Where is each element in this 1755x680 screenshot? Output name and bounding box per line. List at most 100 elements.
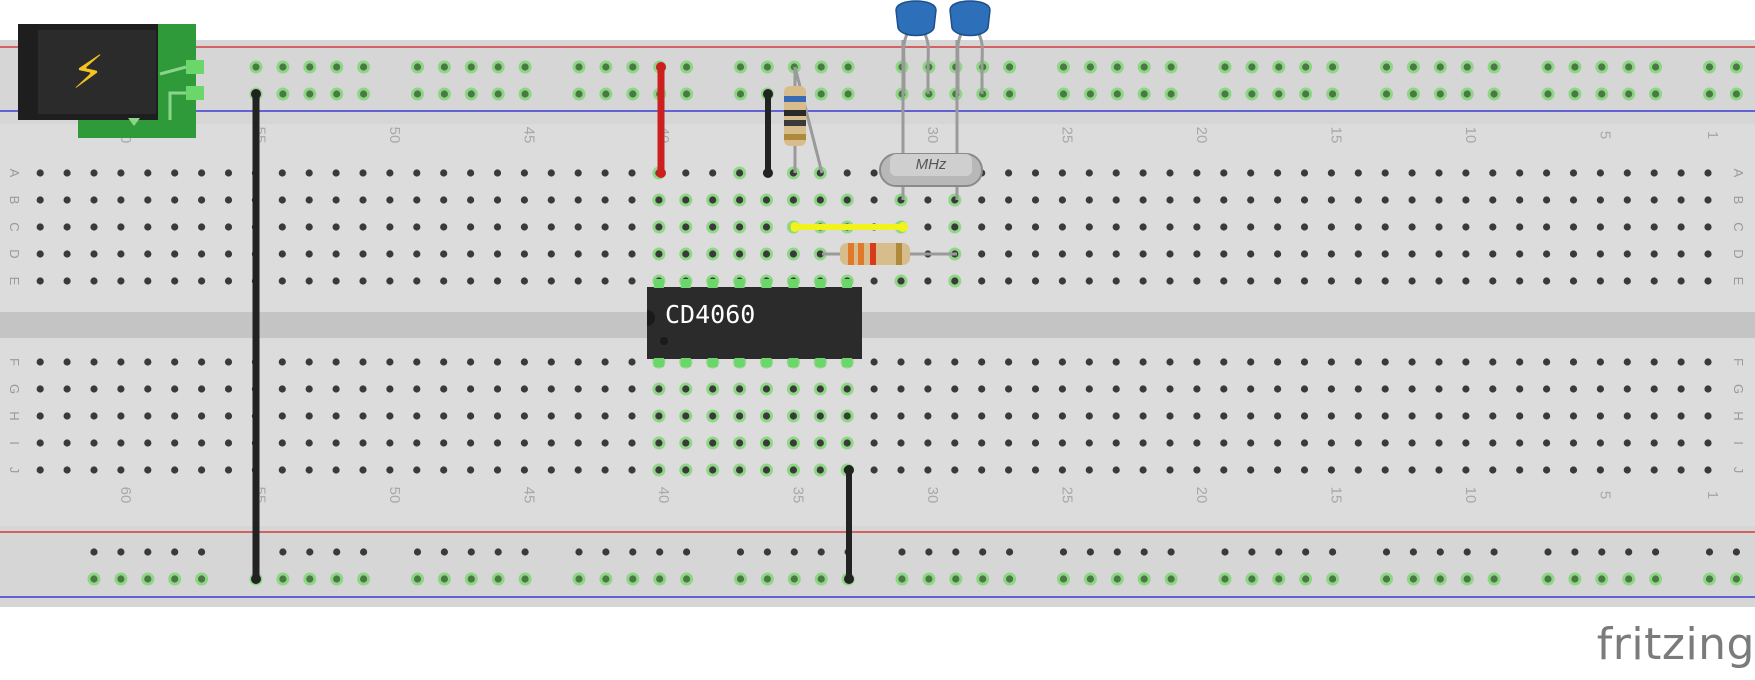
column-number: 50 — [386, 487, 403, 504]
hole — [332, 250, 340, 258]
hole — [897, 466, 905, 474]
rail-hole — [1248, 90, 1256, 98]
rail-hole — [790, 575, 798, 583]
hole — [1354, 169, 1362, 177]
hole — [628, 223, 636, 231]
rail-hole — [360, 90, 368, 98]
hole — [1085, 466, 1093, 474]
hole — [1381, 277, 1389, 285]
rail-hole — [1006, 575, 1014, 583]
hole — [1408, 385, 1416, 393]
hole — [601, 277, 609, 285]
rail-hole — [90, 575, 98, 583]
rail-hole — [736, 548, 745, 556]
hole — [574, 412, 582, 420]
hole — [1300, 277, 1309, 285]
hole — [682, 466, 690, 474]
hole — [493, 412, 502, 420]
rail-hole — [1140, 548, 1148, 556]
hole — [870, 358, 878, 366]
hole — [224, 412, 233, 420]
hole — [1677, 169, 1685, 177]
hole — [1058, 412, 1066, 420]
hole — [171, 250, 179, 258]
hole — [359, 169, 367, 177]
hole — [36, 223, 44, 231]
row-label: A — [1731, 169, 1746, 178]
hole — [520, 385, 529, 393]
hole — [198, 385, 206, 393]
hole — [574, 358, 582, 366]
rail-hole — [494, 63, 502, 71]
hole — [1112, 196, 1120, 204]
rail-hole — [575, 575, 583, 583]
hole — [1489, 439, 1497, 447]
hole — [1005, 169, 1013, 177]
chip-pin — [707, 358, 718, 367]
hole — [63, 250, 71, 258]
hole — [1274, 277, 1282, 285]
hole — [1112, 223, 1120, 231]
hole — [978, 250, 986, 258]
hole — [547, 466, 555, 474]
resistor-vertical-lead — [793, 66, 824, 174]
hole — [1031, 412, 1040, 420]
rail-hole — [1329, 548, 1337, 556]
hole — [36, 439, 44, 447]
hole — [1623, 358, 1631, 366]
hole — [547, 196, 555, 204]
hole — [601, 466, 609, 474]
hole — [628, 358, 636, 366]
rail-hole — [925, 548, 933, 556]
rail-hole — [656, 575, 664, 583]
hole — [789, 412, 798, 420]
hole — [440, 385, 448, 393]
rail-hole — [602, 63, 610, 71]
power-jack-pin — [186, 60, 204, 74]
hole — [1516, 466, 1524, 474]
hole — [1462, 412, 1470, 420]
hole — [1247, 385, 1255, 393]
hole — [144, 412, 152, 420]
hole — [1596, 412, 1604, 420]
hole — [1623, 277, 1631, 285]
hole — [386, 196, 394, 204]
rail-hole — [763, 548, 772, 556]
hole — [547, 169, 555, 177]
hole — [1058, 439, 1066, 447]
hole — [1462, 277, 1470, 285]
hole — [1005, 412, 1013, 420]
hole — [924, 466, 932, 474]
hole — [1381, 250, 1389, 258]
hole — [63, 358, 71, 366]
hole — [1058, 223, 1066, 231]
hole — [1596, 250, 1604, 258]
rail-hole — [1006, 63, 1014, 71]
hole — [1516, 250, 1524, 258]
hole — [736, 196, 744, 204]
hole — [117, 223, 125, 231]
hole — [224, 358, 233, 366]
hole — [1516, 358, 1524, 366]
rail-hole — [683, 90, 691, 98]
rail-hole — [1221, 548, 1229, 556]
hole — [1677, 412, 1685, 420]
rail-hole — [736, 575, 745, 583]
wire-red-end — [656, 62, 666, 72]
hole — [198, 277, 206, 285]
rail-hole — [467, 90, 475, 98]
hole — [924, 277, 932, 285]
hole — [1596, 277, 1604, 285]
hole — [36, 250, 44, 258]
hole — [278, 277, 286, 285]
hole — [467, 358, 475, 366]
hole — [655, 466, 663, 474]
hole — [1489, 466, 1497, 474]
hole — [493, 196, 502, 204]
rail-hole — [1409, 548, 1417, 556]
hole — [413, 412, 421, 420]
hole — [1408, 277, 1416, 285]
hole — [1005, 358, 1013, 366]
hole — [359, 277, 367, 285]
hole — [574, 277, 582, 285]
